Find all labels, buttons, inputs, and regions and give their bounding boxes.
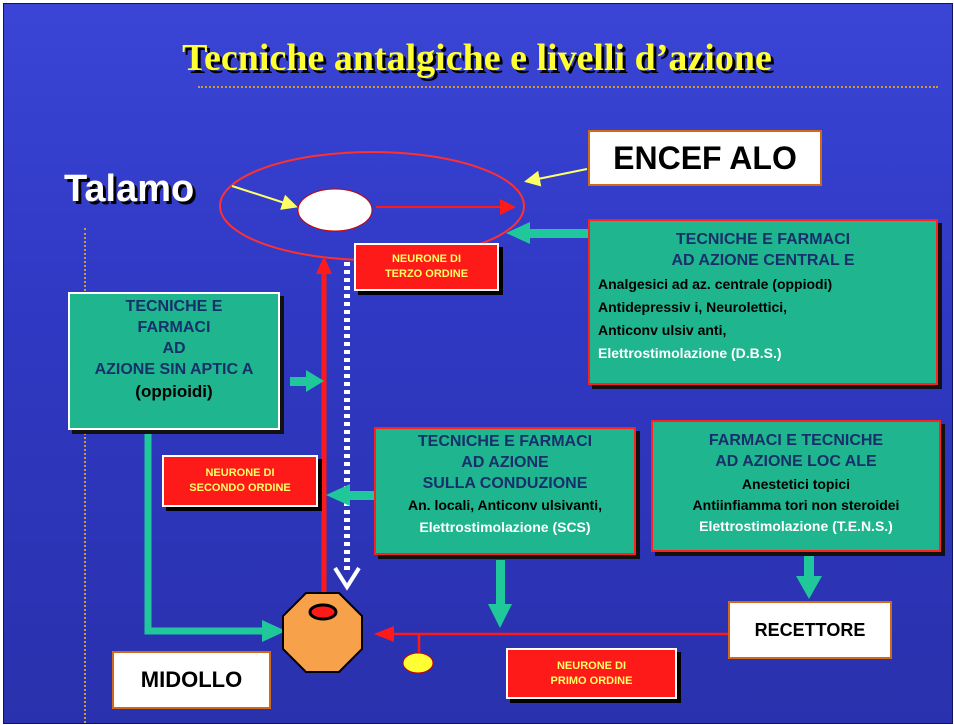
encefalo-box: ENCEF ALO [588,130,822,186]
synaptic-heading-2: FARMACI [137,319,211,336]
encefalo-label: ENCEF ALO [613,139,797,176]
first-order-line-2: PRIMO ORDINE [550,674,633,687]
third-order-neuron-box: NEURONE DI TERZO ORDINE [354,243,499,291]
local-line-1: Anestetici topici [741,476,851,492]
local-heading-1: FARMACI E TECNICHE [708,432,884,449]
ascending-arrow-head [316,256,332,274]
synaptic-green-arrow-shaft [290,377,310,386]
conduction-heading-2: AD AZIONE [461,454,549,471]
third-order-line-1: NEURONE DI [391,253,462,265]
second-order-line-2: SECONDO ORDINE [189,482,291,494]
central-highlight: Elettrostimolazione (D.B.S.) [598,345,782,361]
conduction-heading-3: SULLA CONDUZIONE [422,475,588,492]
central-line-1: Analgesici ad az. centrale (oppiodi) [598,276,833,292]
local-down-arrow-shaft [804,553,814,579]
second-order-neuron-box: NEURONE DI SECONDO ORDINE [162,455,318,507]
conduction-highlight: Elettrostimolazione (SCS) [419,519,591,535]
synaptic-heading-3: AD [162,340,186,357]
midollo-octagon [282,592,363,673]
central-line-3: Anticonv ulsiv anti, [598,322,727,338]
local-line-2: Antiinfiamma tori non steroidei [692,497,900,513]
ganglion-node [402,652,434,674]
first-order-neuron-box: NEURONE DI PRIMO ORDINE [506,648,677,699]
second-order-line-1: NEURONE DI [205,467,275,479]
talamo-pointer [231,185,298,210]
central-action-box: TECNICHE E FARMACI AD AZIONE CENTRAL E A… [588,219,938,385]
local-heading-2: AD AZIONE LOC ALE [715,453,877,470]
conduction-line-1: An. locali, Anticonv ulsivanti, [408,497,602,513]
conduction-action-box: TECNICHE E FARMACI AD AZIONE SULLA CONDU… [374,427,636,555]
left-dotted-line [84,228,86,723]
synaptic-action-box: TECNICHE E FARMACI AD AZIONE SIN APTIC A… [68,292,280,430]
synaptic-heading-1: TECNICHE E [125,298,223,315]
recettore-label: RECETTORE [754,619,866,640]
conduction-down-arrow-head [488,604,512,628]
central-green-arrow-head [506,222,530,244]
midollo-core [308,603,338,621]
recettore-box: RECETTORE [728,601,892,659]
first-order-line-1: NEURONE DI [556,659,627,672]
synaptic-heading-4: AZIONE SIN APTIC A [94,361,254,378]
local-down-arrow-head [796,576,822,599]
synaptic-to-midollo-head [262,620,286,642]
encefalo-pointer [524,168,588,187]
central-heading-1: TECNICHE E FARMACI [675,231,851,248]
slide-title: Tecniche antalgiche e livelli d’azione [182,37,772,79]
conduction-heading-1: TECNICHE E FARMACI [417,433,593,450]
conduction-down-arrow-shaft [496,560,505,608]
title-dotted-line [198,86,938,88]
synaptic-to-midollo-line [144,432,262,635]
midollo-box: MIDOLLO [112,651,271,709]
synaptic-sub: (oppioidi) [135,382,213,401]
local-highlight: Elettrostimolazione (T.E.N.S.) [699,518,893,534]
local-action-box: FARMACI E TECNICHE AD AZIONE LOC ALE Ane… [651,420,941,552]
third-order-line-2: TERZO ORDINE [384,268,469,280]
talamo-node [297,188,373,232]
synaptic-green-arrow-head [306,370,324,392]
central-green-arrow-shaft [528,229,588,238]
first-order-arrow-head [374,626,394,642]
talamo-label: Talamo [64,168,195,210]
midollo-label: MIDOLLO [140,667,243,692]
descending-arrow-head [333,566,361,591]
conduction-left-arrow-shaft [348,491,376,500]
central-line-2: Antidepressiv i, Neurolettici, [598,299,788,315]
conduction-left-arrow-head [326,484,350,506]
central-heading-2: AD AZIONE CENTRAL E [671,252,855,269]
